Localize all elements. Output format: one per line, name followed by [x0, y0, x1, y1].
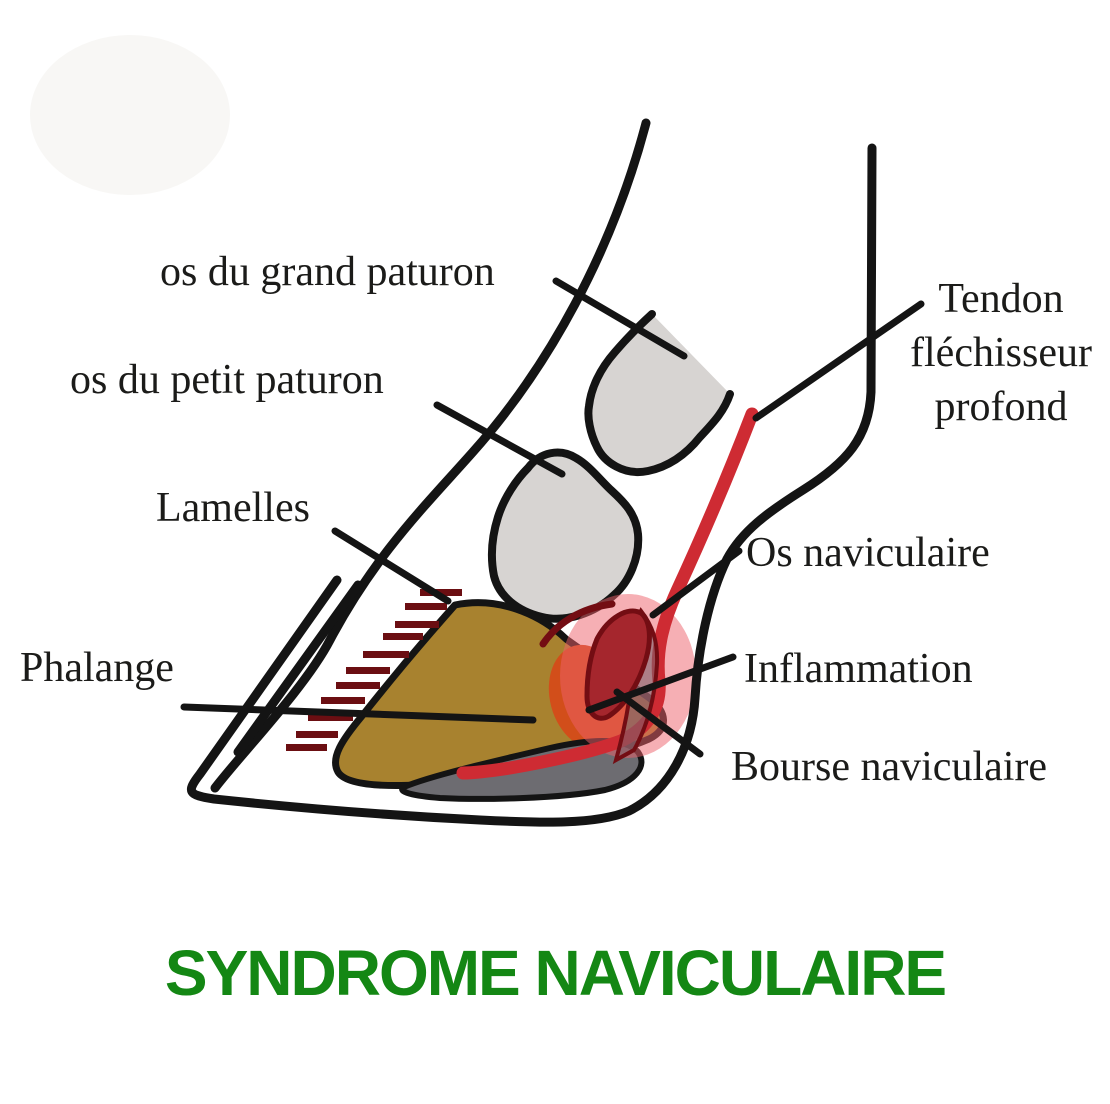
- label-deep-flexor-tendon: Tendon fléchisseur profond: [910, 276, 1092, 430]
- hoof-capsule-outline: [187, 143, 877, 827]
- long-pastern-outline: [584, 310, 734, 476]
- background-blob: [30, 35, 230, 195]
- page-title: SYNDROME NAVICULAIRE: [164, 937, 947, 1009]
- label-petit-pastern: os du petit paturon: [70, 357, 384, 403]
- pointer-petit-pastern: [433, 401, 566, 478]
- coffin-joint-arc: [539, 600, 616, 648]
- pointer-inflammation: [585, 653, 737, 714]
- label-lamellae: Lamelles: [156, 485, 310, 531]
- label-grand-pastern: os du grand paturon: [160, 249, 495, 295]
- pointer-navicular-bone: [649, 547, 743, 619]
- front-leg-outline: [210, 118, 651, 793]
- pointer-lamellae: [331, 527, 452, 605]
- lamellae-dashes: [286, 589, 462, 751]
- deep-flexor-tendon-shape: [456, 407, 759, 780]
- label-navicular-bursa: Bourse naviculaire: [731, 744, 1048, 790]
- pointer-phalanx: [180, 703, 537, 724]
- long-pastern-bone: [588, 314, 730, 473]
- label-phalanx: Phalange: [20, 645, 174, 691]
- label-inflammation: Inflammation: [744, 646, 973, 692]
- pointer-navicular-bursa: [613, 688, 704, 758]
- pointer-grand-pastern: [552, 277, 688, 360]
- inner-hoof-wall-line: [233, 580, 363, 757]
- label-pointer-lines: [180, 277, 925, 758]
- pointer-tendon: [752, 300, 925, 422]
- short-pastern-bone: [487, 448, 643, 623]
- label-navicular-bone: Os naviculaire: [746, 530, 990, 576]
